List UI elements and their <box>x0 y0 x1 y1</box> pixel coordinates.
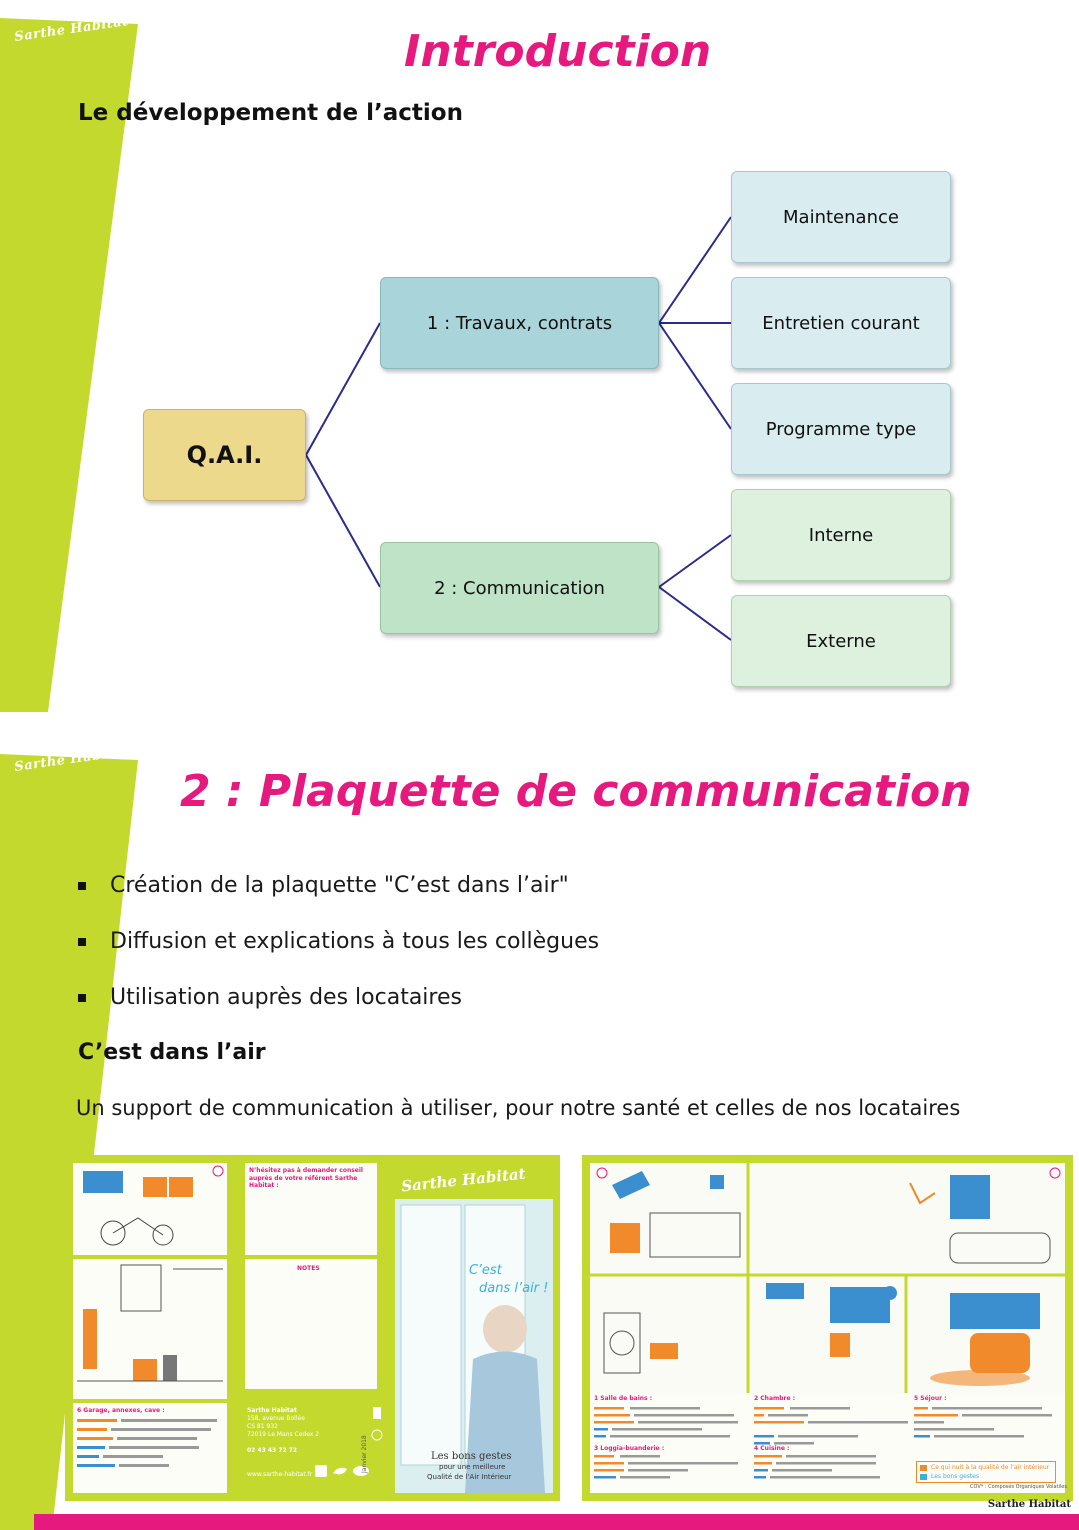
connector-branch2-leaf1 <box>658 534 732 588</box>
section-subtitle: Le développement de l’action <box>78 100 463 126</box>
legend-swatch-orange <box>920 1465 927 1471</box>
address-line: Sarthe Habitat <box>247 1407 297 1414</box>
diagram-leaf-programme: Programme type <box>731 383 951 475</box>
brochure-date: Janvier 2018 <box>361 1435 368 1473</box>
bullet-list: Création de la plaquette "C’est dans l’a… <box>78 858 599 1026</box>
advice-text: N’hésitez pas à demander conseil auprès … <box>249 1167 363 1189</box>
cover-panel: Sarthe Habitat C’est dans l’air ! Les bo… <box>395 1163 553 1493</box>
legend-label-harm: Ce qui nuit à la qualité de l’air intéri… <box>931 1464 1050 1471</box>
footer-logo: Sarthe Habitat <box>987 1499 1071 1510</box>
footnote: COV* : Composés Organiques Volatiles <box>970 1484 1067 1490</box>
cover-subtitle-3: Qualité de l’Air Intérieur <box>427 1473 512 1481</box>
diagram-root-node: Q.A.I. <box>143 409 306 501</box>
cover-subtitle-1: Les bons gestes <box>431 1451 512 1462</box>
phone-number: 02 43 43 72 72 <box>247 1447 298 1454</box>
notes-label: NOTES <box>297 1265 320 1272</box>
section-laundry: 3 Loggia-buanderie : <box>594 1445 665 1452</box>
address-line: 72019 Le Mans Cedex 2 <box>247 1431 320 1438</box>
recycle-icon <box>371 1407 383 1441</box>
diagram-connectors <box>305 216 732 641</box>
diagram-branch-travaux: 1 : Travaux, contrats <box>380 277 659 369</box>
garage-illustration-bottom <box>73 1259 227 1399</box>
cover-photo <box>395 1199 553 1493</box>
brand-wedge <box>0 754 138 1530</box>
brochure-inner-image: 1 Salle de bains : 2 Chambre : 3 Loggia-… <box>582 1155 1073 1501</box>
diagram-leaf-externe: Externe <box>731 595 951 687</box>
connector-branch1-leaf1 <box>658 216 732 324</box>
legend-box: Ce qui nuit à la qualité de l’air intéri… <box>916 1461 1056 1483</box>
section-living: 5 Séjour : <box>914 1395 947 1402</box>
slide-separator <box>0 712 1079 736</box>
connector-branch2-leaf2 <box>658 586 732 641</box>
garage-text-panel: 6 Garage, annexes, cave : <box>73 1403 227 1493</box>
garage-title: 6 Garage, annexes, cave : <box>77 1407 165 1414</box>
address-line: CS 81 932 <box>247 1423 278 1430</box>
advice-panel: N’hésitez pas à demander conseil auprès … <box>245 1163 377 1255</box>
cover-title-1: C’est <box>469 1263 502 1278</box>
address-line: 158, avenue Bollée <box>247 1415 305 1422</box>
brochure-inner-panel: 1 Salle de bains : 2 Chambre : 3 Loggia-… <box>590 1163 1067 1493</box>
connector-root-branch2 <box>305 454 381 588</box>
section-bathroom: 1 Salle de bains : <box>594 1395 653 1402</box>
brochure-outer-image: 6 Garage, annexes, cave : N’hésitez pas … <box>65 1155 560 1501</box>
house-illustrations <box>590 1163 1065 1393</box>
page-title: 2 : Plaquette de communication <box>180 766 972 817</box>
brand-wedge <box>0 18 138 712</box>
page-title: Introduction <box>404 26 712 77</box>
diagram-leaf-maintenance: Maintenance <box>731 171 951 263</box>
legend-label-good: Les bons gestes <box>931 1473 980 1480</box>
section-bedroom: 2 Chambre : <box>754 1395 796 1402</box>
connector-root-branch1 <box>305 322 381 456</box>
connector-branch1-leaf3 <box>658 322 732 430</box>
diagram-leaf-entretien: Entretien courant <box>731 277 951 369</box>
diagram-branch-communication: 2 : Communication <box>380 542 659 634</box>
bullet-item: Diffusion et explications à tous les col… <box>78 914 599 970</box>
social-icons <box>315 1465 369 1477</box>
brochure-description: Un support de communication à utiliser, … <box>76 1096 961 1120</box>
slide-plaquette: Sarthe Habitat 2 : Plaquette de communic… <box>0 736 1079 1530</box>
brochure-heading: C’est dans l’air <box>78 1040 266 1065</box>
website: www.sarthe-habitat.fr <box>247 1471 313 1478</box>
garage-illustration-top <box>73 1163 227 1255</box>
section-text-lines <box>594 1407 1052 1479</box>
diagram-leaf-interne: Interne <box>731 489 951 581</box>
bullet-item: Création de la plaquette "C’est dans l’a… <box>78 858 599 914</box>
slide-introduction: Sarthe Habitat Introduction Le développe… <box>0 0 1079 712</box>
cover-subtitle-2: pour une meilleure <box>439 1463 506 1471</box>
notes-panel: NOTES <box>245 1259 377 1389</box>
legend-swatch-blue <box>920 1474 927 1480</box>
cover-title-2: dans l’air ! <box>479 1281 549 1296</box>
bullet-item: Utilisation auprès des locataires <box>78 970 599 1026</box>
section-kitchen: 4 Cuisine : <box>754 1445 790 1452</box>
bottom-accent-bar <box>34 1514 1079 1530</box>
